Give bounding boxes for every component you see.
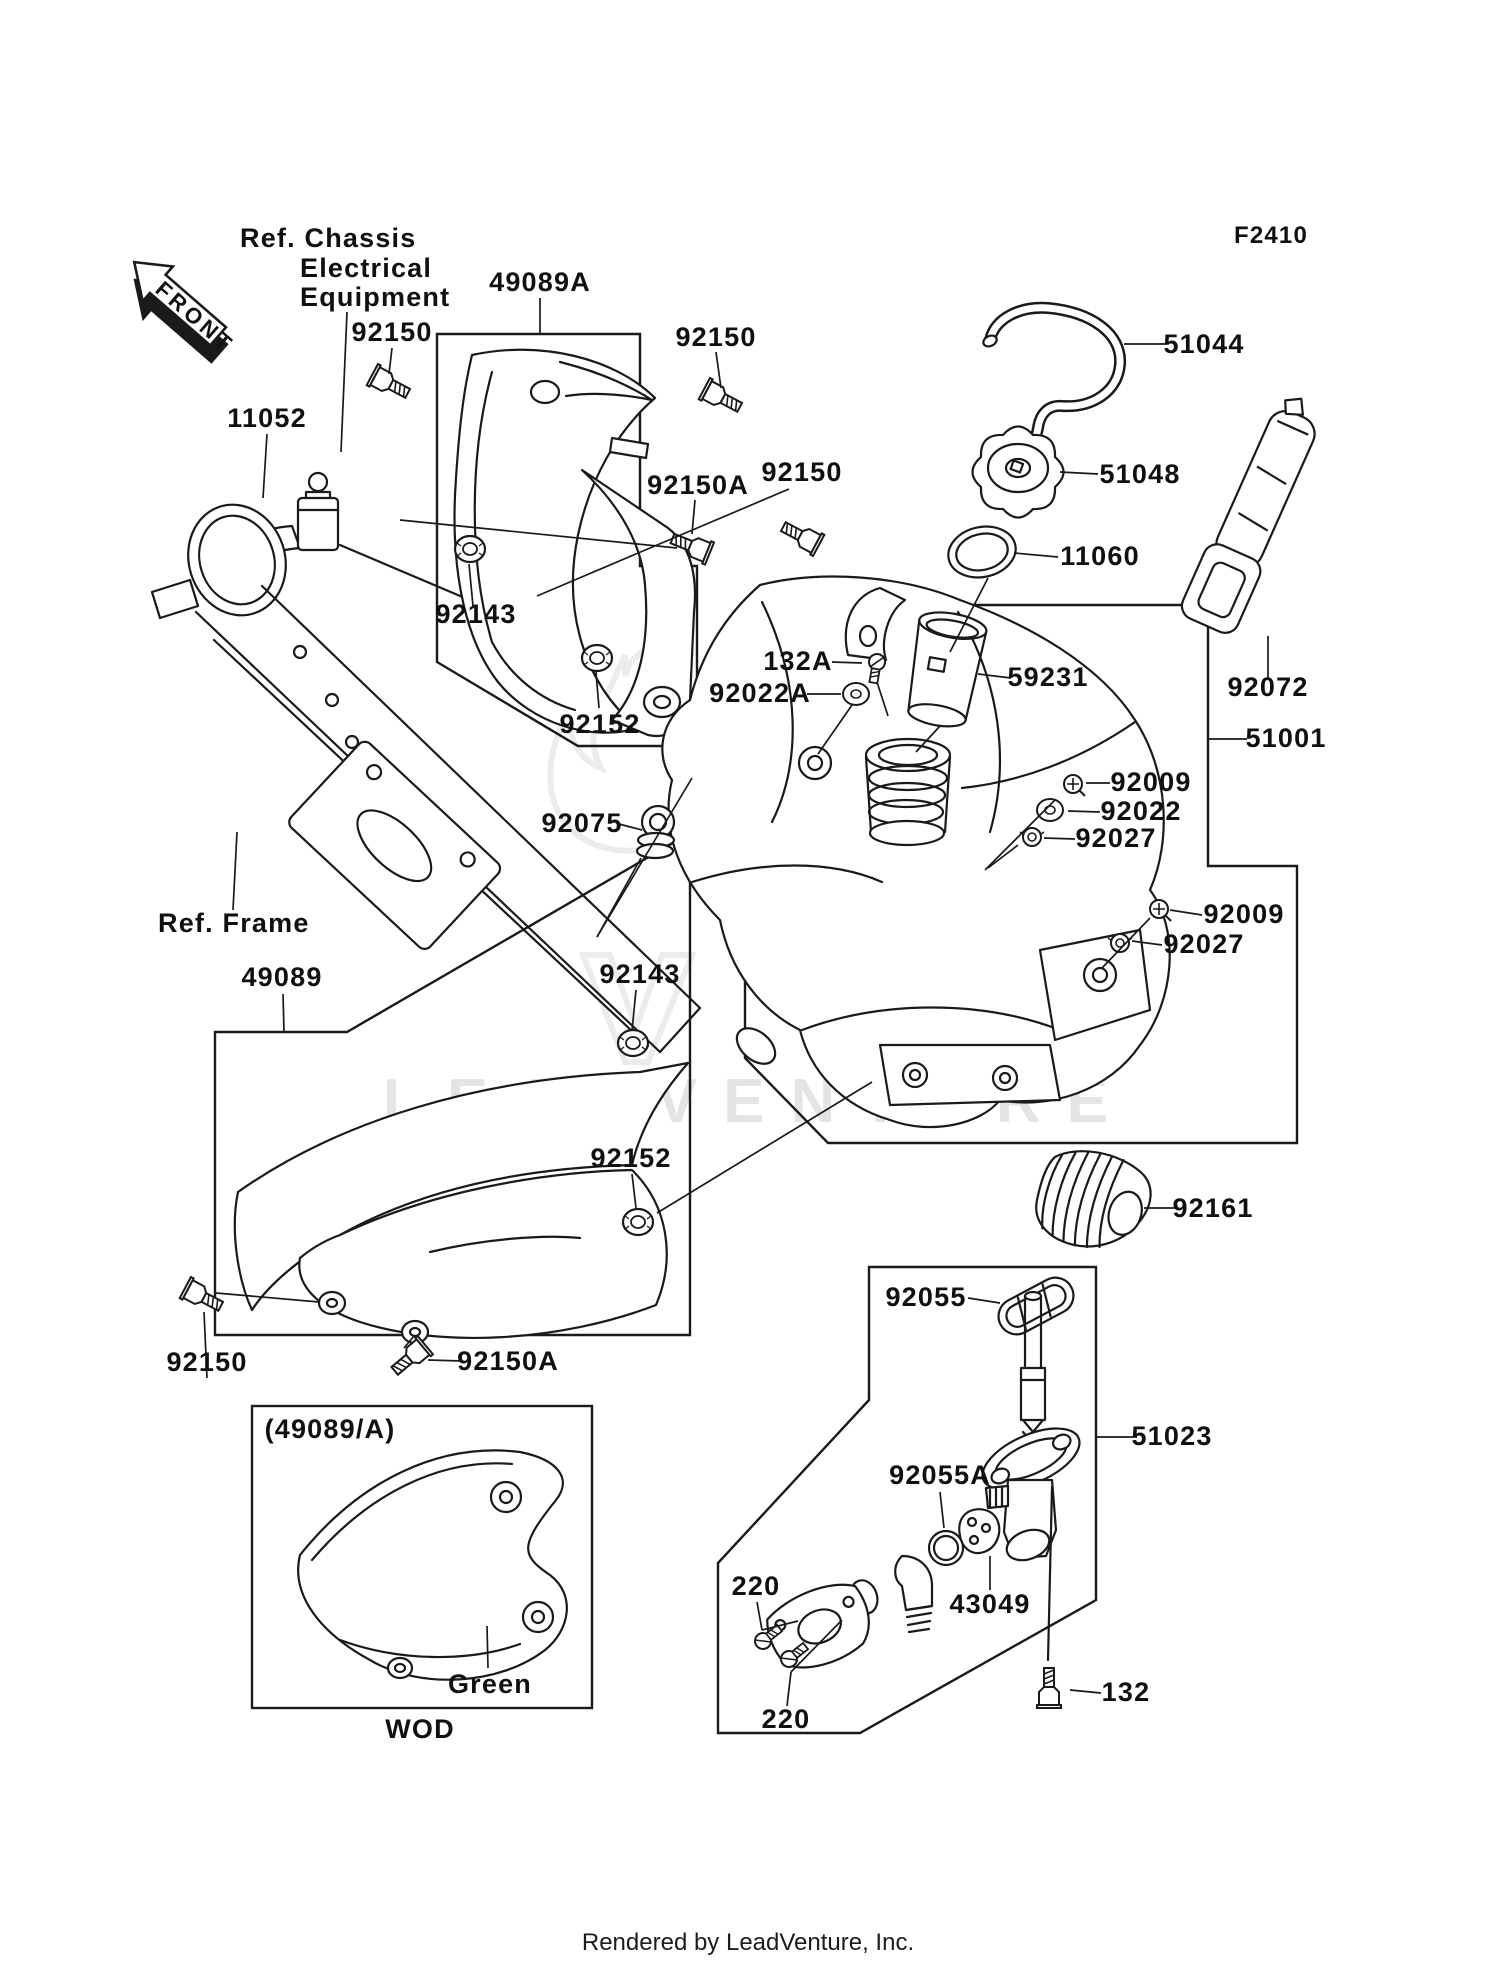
part-label-92027-1[interactable]: 92027 xyxy=(1075,823,1156,853)
part-label-92161[interactable]: 92161 xyxy=(1172,1193,1253,1223)
part-label-132A[interactable]: 132A xyxy=(763,646,832,676)
part-label-49089[interactable]: 49089 xyxy=(241,962,322,992)
part-label-51001[interactable]: 51001 xyxy=(1245,723,1326,753)
part-label-92150A-1[interactable]: 92150A xyxy=(647,470,749,500)
grommet-92143-icon xyxy=(616,1028,650,1058)
bolt-92150-icon xyxy=(697,377,747,419)
part-ref-frame xyxy=(150,503,777,1065)
grommet-92143-icon xyxy=(453,534,487,564)
group-part-labels: Ref. Chassis Electrical Equipment Ref. F… xyxy=(158,222,1326,1744)
box-shroud-upper-49089A xyxy=(435,332,699,748)
part-label-92143-2[interactable]: 92143 xyxy=(599,959,680,989)
part-label-51048[interactable]: 51048 xyxy=(1099,459,1180,489)
part-label-11060[interactable]: 11060 xyxy=(1060,541,1140,571)
washer-92022-icon xyxy=(1036,798,1064,822)
ref-frame-note: Ref. Frame xyxy=(158,908,310,938)
part-label-132[interactable]: 132 xyxy=(1102,1677,1151,1707)
box-shroud-lower-49089 xyxy=(213,830,692,1337)
part-label-92150A-2[interactable]: 92150A xyxy=(457,1346,559,1376)
ref-chassis-note-line2: Electrical xyxy=(300,253,432,283)
part-shroud-lower-49089 xyxy=(233,1061,690,1345)
part-label-92022A[interactable]: 92022A xyxy=(709,678,811,708)
collar-92152-icon xyxy=(580,643,614,673)
part-fuel-cap-51048 xyxy=(971,425,1065,519)
part-label-49089A[interactable]: 49089A xyxy=(489,267,591,297)
box-fuel-cock-51023 xyxy=(716,1265,1098,1735)
part-label-11052[interactable]: 11052 xyxy=(227,403,307,433)
box-inset-variant xyxy=(250,1404,594,1710)
part-label-92027-2[interactable]: 92027 xyxy=(1163,929,1244,959)
part-label-220-2[interactable]: 220 xyxy=(762,1704,811,1734)
front-direction-arrow: FRONT xyxy=(132,260,239,364)
collar-92152-icon xyxy=(621,1207,655,1237)
bolt-92150-icon xyxy=(776,515,826,557)
ref-chassis-note-line1: Ref. Chassis xyxy=(240,223,416,253)
part-hose-51044 xyxy=(982,301,1127,448)
part-label-51044[interactable]: 51044 xyxy=(1163,329,1244,359)
part-seal-92055 xyxy=(997,1276,1075,1336)
group-boxes xyxy=(213,332,1299,1735)
part-label-59231[interactable]: 59231 xyxy=(1007,662,1088,692)
part-label-51023[interactable]: 51023 xyxy=(1131,1421,1212,1451)
part-label-92022[interactable]: 92022 xyxy=(1100,796,1181,826)
part-damper-92075 xyxy=(635,804,676,860)
part-shroud-upper-49089A xyxy=(453,348,697,738)
inset-color-label: Green xyxy=(448,1669,532,1699)
part-label-92075[interactable]: 92075 xyxy=(541,808,622,838)
part-tank-strap-92072 xyxy=(1180,397,1316,634)
part-label-92150-4[interactable]: 92150 xyxy=(166,1347,247,1377)
washer-92022a-icon xyxy=(842,682,870,706)
part-label-220-1[interactable]: 220 xyxy=(732,1571,781,1601)
part-label-92152-1[interactable]: 92152 xyxy=(559,709,640,739)
part-label-43049[interactable]: 43049 xyxy=(949,1589,1030,1619)
inset-variant-label: (49089/A) xyxy=(265,1414,396,1444)
part-filler-pipe-59231 xyxy=(907,611,988,728)
bolt-92150-icon xyxy=(178,1276,228,1318)
part-label-92150-2[interactable]: 92150 xyxy=(675,322,756,352)
figure-code: F2410 xyxy=(1234,222,1308,249)
bolt-132-icon xyxy=(1036,1667,1062,1709)
part-label-92072[interactable]: 92072 xyxy=(1227,672,1308,702)
part-label-92055[interactable]: 92055 xyxy=(885,1282,966,1312)
part-label-92150-1[interactable]: 92150 xyxy=(351,317,432,347)
part-fuel-tank-51001 xyxy=(661,575,1171,1129)
part-label-92009-1[interactable]: 92009 xyxy=(1110,767,1191,797)
part-label-92055A[interactable]: 92055A xyxy=(889,1460,991,1490)
part-grip-pad-92161 xyxy=(1035,1150,1152,1249)
part-fuel-cock-51023 xyxy=(766,1290,1081,1669)
part-label-92009-2[interactable]: 92009 xyxy=(1203,899,1284,929)
inset-code-label: WOD xyxy=(385,1714,455,1744)
ref-chassis-note-line3: Equipment xyxy=(300,282,450,312)
part-cap-gasket-11060 xyxy=(947,525,1017,579)
group-leader-lines xyxy=(203,298,1269,1707)
render-credit: Rendered by LeadVenture, Inc. xyxy=(582,1929,914,1956)
part-inset-shroud xyxy=(297,1449,568,1681)
part-label-92152-2[interactable]: 92152 xyxy=(590,1143,671,1173)
part-label-92150-3[interactable]: 92150 xyxy=(761,457,842,487)
part-label-92143-1[interactable]: 92143 xyxy=(435,599,516,629)
